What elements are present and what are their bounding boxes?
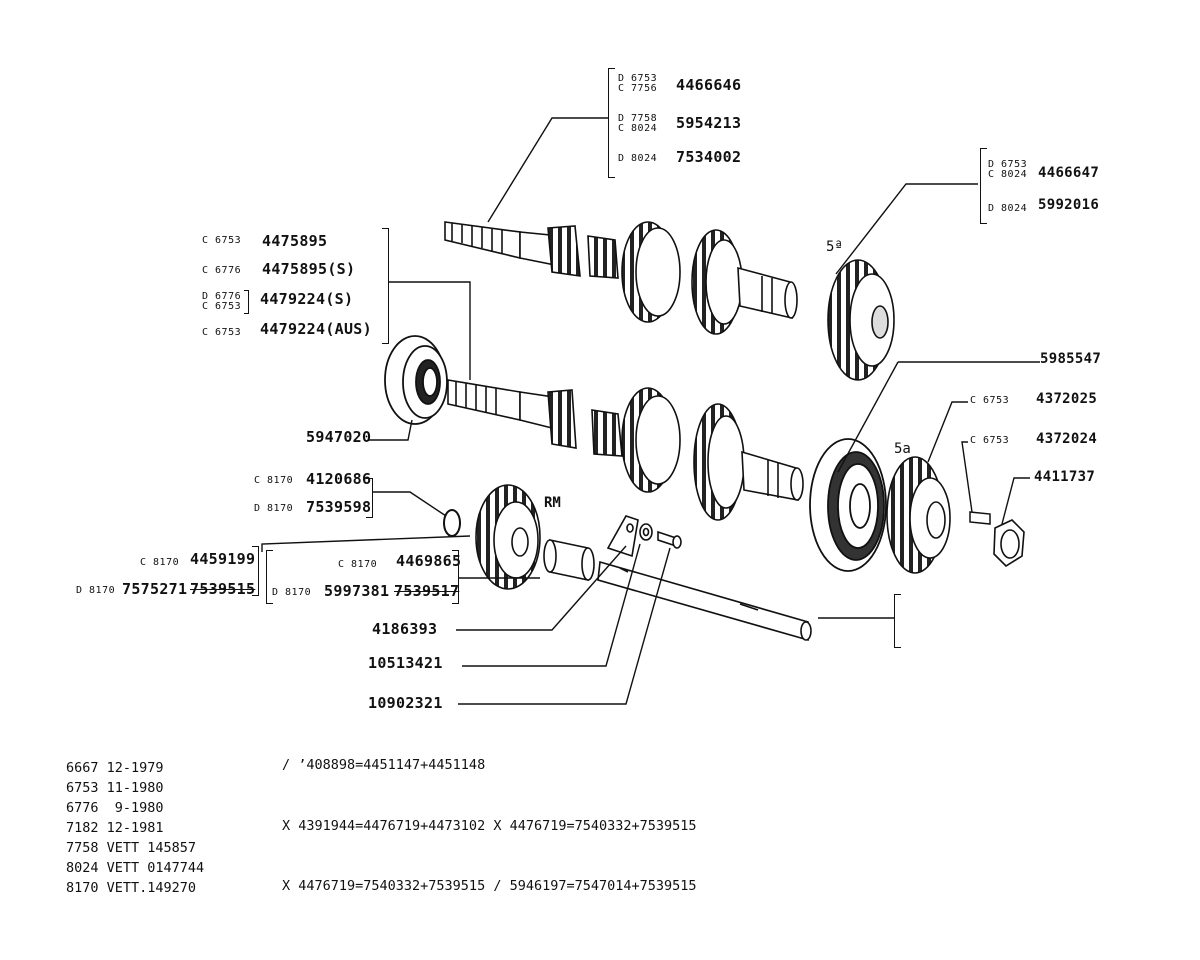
code: C 6753: [202, 301, 242, 312]
bracket-left-block: [382, 228, 389, 344]
code: D 6776: [202, 291, 242, 302]
part-number: 4466646: [676, 76, 742, 94]
code: C 6776: [202, 265, 242, 276]
code: C 8024: [988, 169, 1028, 180]
bracket-rm-mid: [266, 550, 273, 604]
part-number: 5992016: [1038, 197, 1100, 213]
code: D 8170: [272, 587, 312, 598]
circlip: [443, 509, 461, 537]
part-number: 4372025: [1036, 391, 1098, 407]
part-number: 5997381: [324, 582, 390, 600]
code: C 8024: [618, 123, 658, 134]
code: C 8170: [254, 475, 294, 486]
code: D 8024: [988, 203, 1028, 214]
part-number: 4466647: [1038, 165, 1100, 181]
codes-top-2: D 7758 C 8024: [618, 114, 657, 134]
code: D 8024: [618, 153, 658, 164]
bracket-5a-top: [980, 148, 987, 224]
part-number-struck: 7539517: [394, 582, 460, 600]
legend-row: 6667 12-1979: [66, 760, 164, 776]
bushing: [543, 539, 595, 581]
serial-legend: 6667 12-1979 6753 11-1980 6776 9-1980 71…: [66, 758, 204, 898]
bracket-small: [244, 290, 249, 314]
legend-row: 6753 11-1980: [66, 780, 164, 796]
part-number: 4469865: [396, 552, 462, 570]
codes-top-1: D 6753 C 7756: [618, 74, 657, 94]
code: C 6753: [970, 395, 1010, 406]
code: C 7756: [618, 83, 658, 94]
key: [969, 511, 991, 525]
ball-bearing: [384, 335, 448, 425]
gear-5a-top: [827, 259, 895, 381]
bracket-shift-rod: [894, 594, 901, 648]
code: D 7758: [618, 113, 658, 124]
code: C 8170: [140, 557, 180, 568]
code: C 6753: [970, 435, 1010, 446]
part-number: 5985547: [1040, 351, 1102, 367]
gear-5a-right: [886, 456, 951, 574]
legend-row: 8170 VETT.149270: [66, 880, 197, 896]
part-number: 4475895: [262, 232, 328, 250]
code: C 6753: [202, 327, 242, 338]
formula-3: X 4476719=7540332+7539515 / 5946197=7547…: [282, 878, 697, 894]
main-shaft: [447, 379, 804, 521]
part-number: 4120686: [306, 470, 372, 488]
bracket-rm-mid-r: [452, 550, 459, 604]
part-number: 10902321: [368, 694, 443, 712]
formula-1: / ’408898=4451147+4451148: [282, 757, 486, 773]
legend-row: 7758 VETT 145857: [66, 840, 197, 856]
part-number: 10513421: [368, 654, 443, 672]
code: C 6753: [202, 235, 242, 246]
leader-lines: [261, 117, 1040, 705]
formula-2: X 4391944=4476719+4473102 X 4476719=7540…: [282, 818, 697, 834]
bracket-top-shaft: [608, 68, 615, 178]
part-number: 7534002: [676, 148, 742, 166]
part-number: 4479224(AUS): [260, 320, 372, 338]
part-number: 5947020: [306, 428, 372, 446]
part-number: 4411737: [1034, 469, 1096, 485]
marker-rm: RM: [544, 495, 561, 511]
codes-left-3: D 6776 C 6753: [202, 292, 241, 312]
legend-row: 6776 9-1980: [66, 800, 164, 816]
part-number: 4186393: [372, 620, 438, 638]
code: D 6753: [988, 159, 1028, 170]
part-number-struck: 7539515: [190, 580, 256, 598]
legend-row: 8024 VETT 0147744: [66, 860, 205, 876]
code: D 6753: [618, 73, 658, 84]
code: D 8170: [254, 503, 294, 514]
marker-5a-top: 5ª: [826, 239, 843, 255]
code: C 8170: [338, 559, 378, 570]
bracket-circlip: [366, 478, 373, 518]
part-number: 7539598: [306, 498, 372, 516]
part-number: 7575271: [122, 580, 188, 598]
input-shaft: [444, 221, 798, 335]
part-number: 5954213: [676, 114, 742, 132]
reverse-gear: [475, 484, 541, 590]
part-number: 4372024: [1036, 431, 1098, 447]
part-number: 4475895(S): [262, 260, 356, 278]
synchro-ring: [809, 438, 887, 572]
marker-5a-right: 5a: [894, 441, 911, 457]
code: D 8170: [76, 585, 116, 596]
part-number: 4459199: [190, 550, 256, 568]
shift-rod: [597, 515, 812, 642]
washer-bolt: [639, 523, 682, 549]
legend-row: 7182 12-1981: [66, 820, 164, 836]
nut: [993, 519, 1025, 568]
part-number: 4479224(S): [260, 290, 354, 308]
bracket-rm-left: [252, 546, 259, 596]
codes-5a-1: D 6753 C 8024: [988, 160, 1027, 180]
